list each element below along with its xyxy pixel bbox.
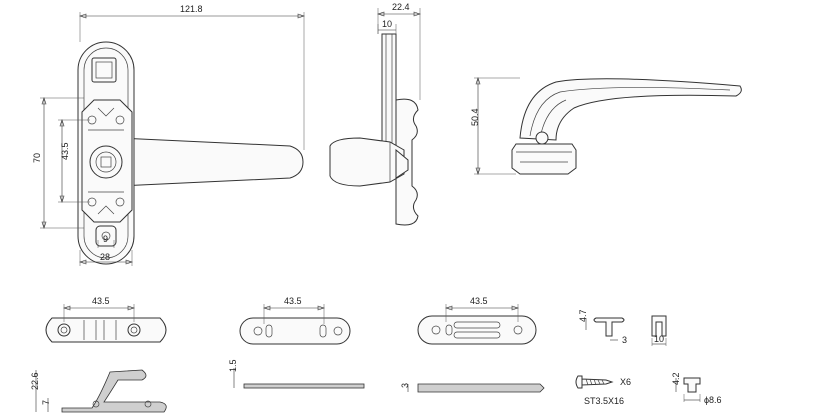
dim-profile-height: 50.4 <box>470 108 480 126</box>
dim-gasket-2-spacing: 43.5 <box>470 296 488 306</box>
side-view: 22.4 10 <box>329 2 421 226</box>
dim-cap-width: 10 <box>654 334 664 344</box>
profile-view: 50.4 <box>470 77 742 175</box>
curved-handle <box>519 78 742 141</box>
dim-overall-width: 22.4 <box>392 2 410 12</box>
dim-base-width: 28 <box>100 252 110 262</box>
front-view: 121.8 70 43.5 9 28 <box>32 4 305 266</box>
plug-shape <box>683 377 701 393</box>
dim-base-height: 22.6 <box>30 372 40 390</box>
profile-base <box>511 143 577 175</box>
lever-knob <box>329 137 405 187</box>
dim-overall-length: 121.8 <box>180 4 203 14</box>
dim-spindle-width: 10 <box>382 19 392 29</box>
dim-plug-diameter: ϕ8.6 <box>704 395 722 405</box>
dim-base-hole-spacing: 43.5 <box>92 296 110 306</box>
dim-gasket-2-thickness: 3 <box>400 383 410 388</box>
gasket-1-part: 43.5 1.5 <box>228 296 365 389</box>
plug-part: 4.2 ϕ8.6 <box>671 372 722 405</box>
spindle-circle <box>89 145 123 179</box>
gasket-2-section <box>417 383 545 393</box>
screw-quantity: X6 <box>620 377 631 387</box>
gasket-1-top <box>239 317 351 345</box>
dim-gasket-1-thickness: 1.5 <box>228 359 238 372</box>
gasket-1-section <box>243 383 365 389</box>
screw-part: X6 ST3.5X16 <box>575 375 631 406</box>
cap-side <box>651 315 667 337</box>
cap-shape <box>593 317 625 337</box>
gasket-2-part: 43.5 3 <box>400 296 545 393</box>
screw-shape <box>575 375 614 389</box>
dim-hole-spacing: 43.5 <box>60 142 70 160</box>
base-plate-part: 43.5 22.6 7 <box>30 296 167 413</box>
handle-lever <box>119 137 304 187</box>
dim-plug-height: 4.2 <box>671 372 681 385</box>
dim-cap-offset: 3 <box>622 335 627 345</box>
cap-part: 4.7 3 10 <box>578 309 667 346</box>
top-square-window <box>91 57 117 83</box>
dim-small-width: 9 <box>103 234 108 244</box>
dim-base-step: 7 <box>41 400 51 405</box>
screw-spec: ST3.5X16 <box>584 396 624 406</box>
spindle-shaft <box>381 33 397 155</box>
base-plate-section <box>61 369 167 413</box>
dim-cap-height: 4.7 <box>578 309 588 322</box>
gasket-2-top <box>417 315 537 345</box>
dim-height: 70 <box>32 153 42 163</box>
dim-gasket-1-spacing: 43.5 <box>284 296 302 306</box>
